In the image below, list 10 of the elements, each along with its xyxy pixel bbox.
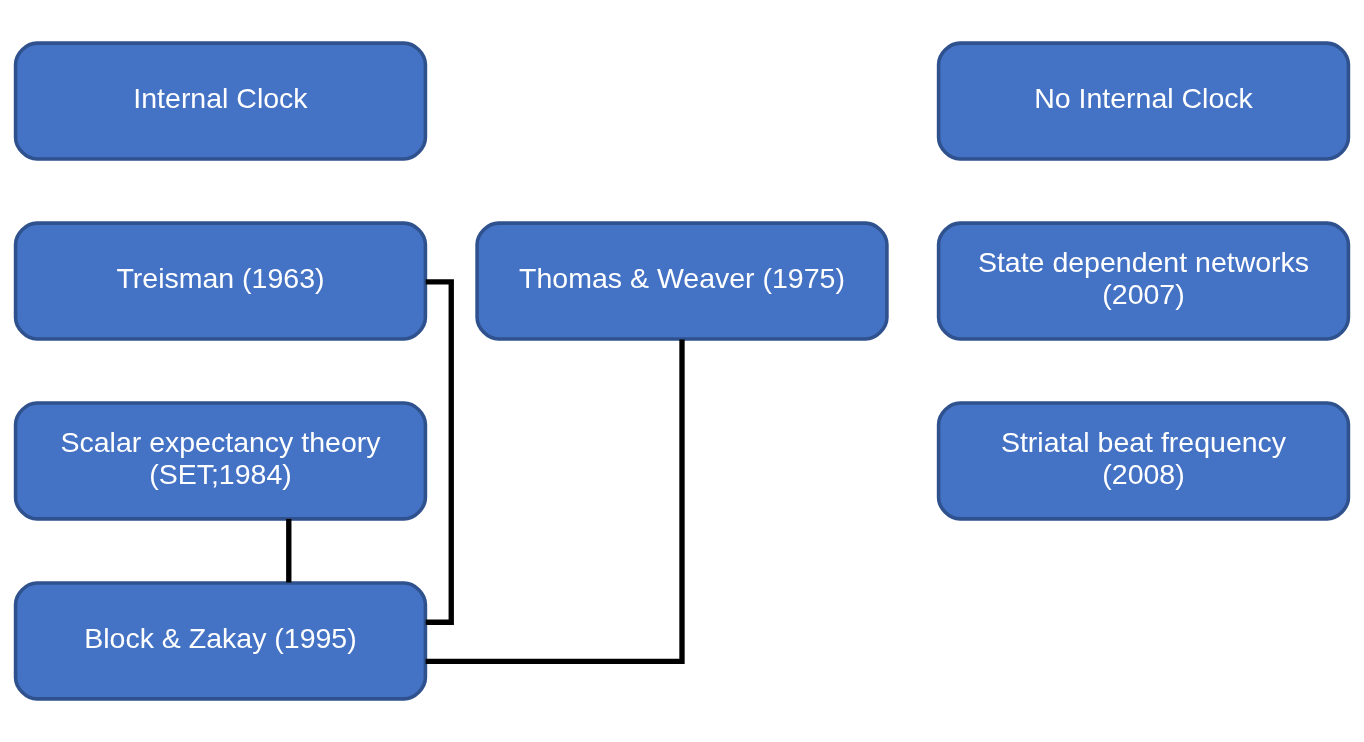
node-box: Thomas & Weaver (1975) — [475, 221, 889, 341]
node-box: Striatal beat frequency (2008) — [936, 401, 1351, 521]
connector — [425, 339, 685, 665]
node-box: Internal Clock — [13, 41, 428, 161]
connector — [286, 518, 292, 583]
node-box: State dependent networks (2007) — [936, 221, 1351, 341]
node-box: Treisman (1963) — [13, 221, 428, 341]
node-box: Scalar expectancy theory (SET;1984) — [13, 401, 428, 521]
node-box: Block & Zakay (1995) — [13, 581, 428, 701]
node-box: No Internal Clock — [936, 41, 1351, 161]
